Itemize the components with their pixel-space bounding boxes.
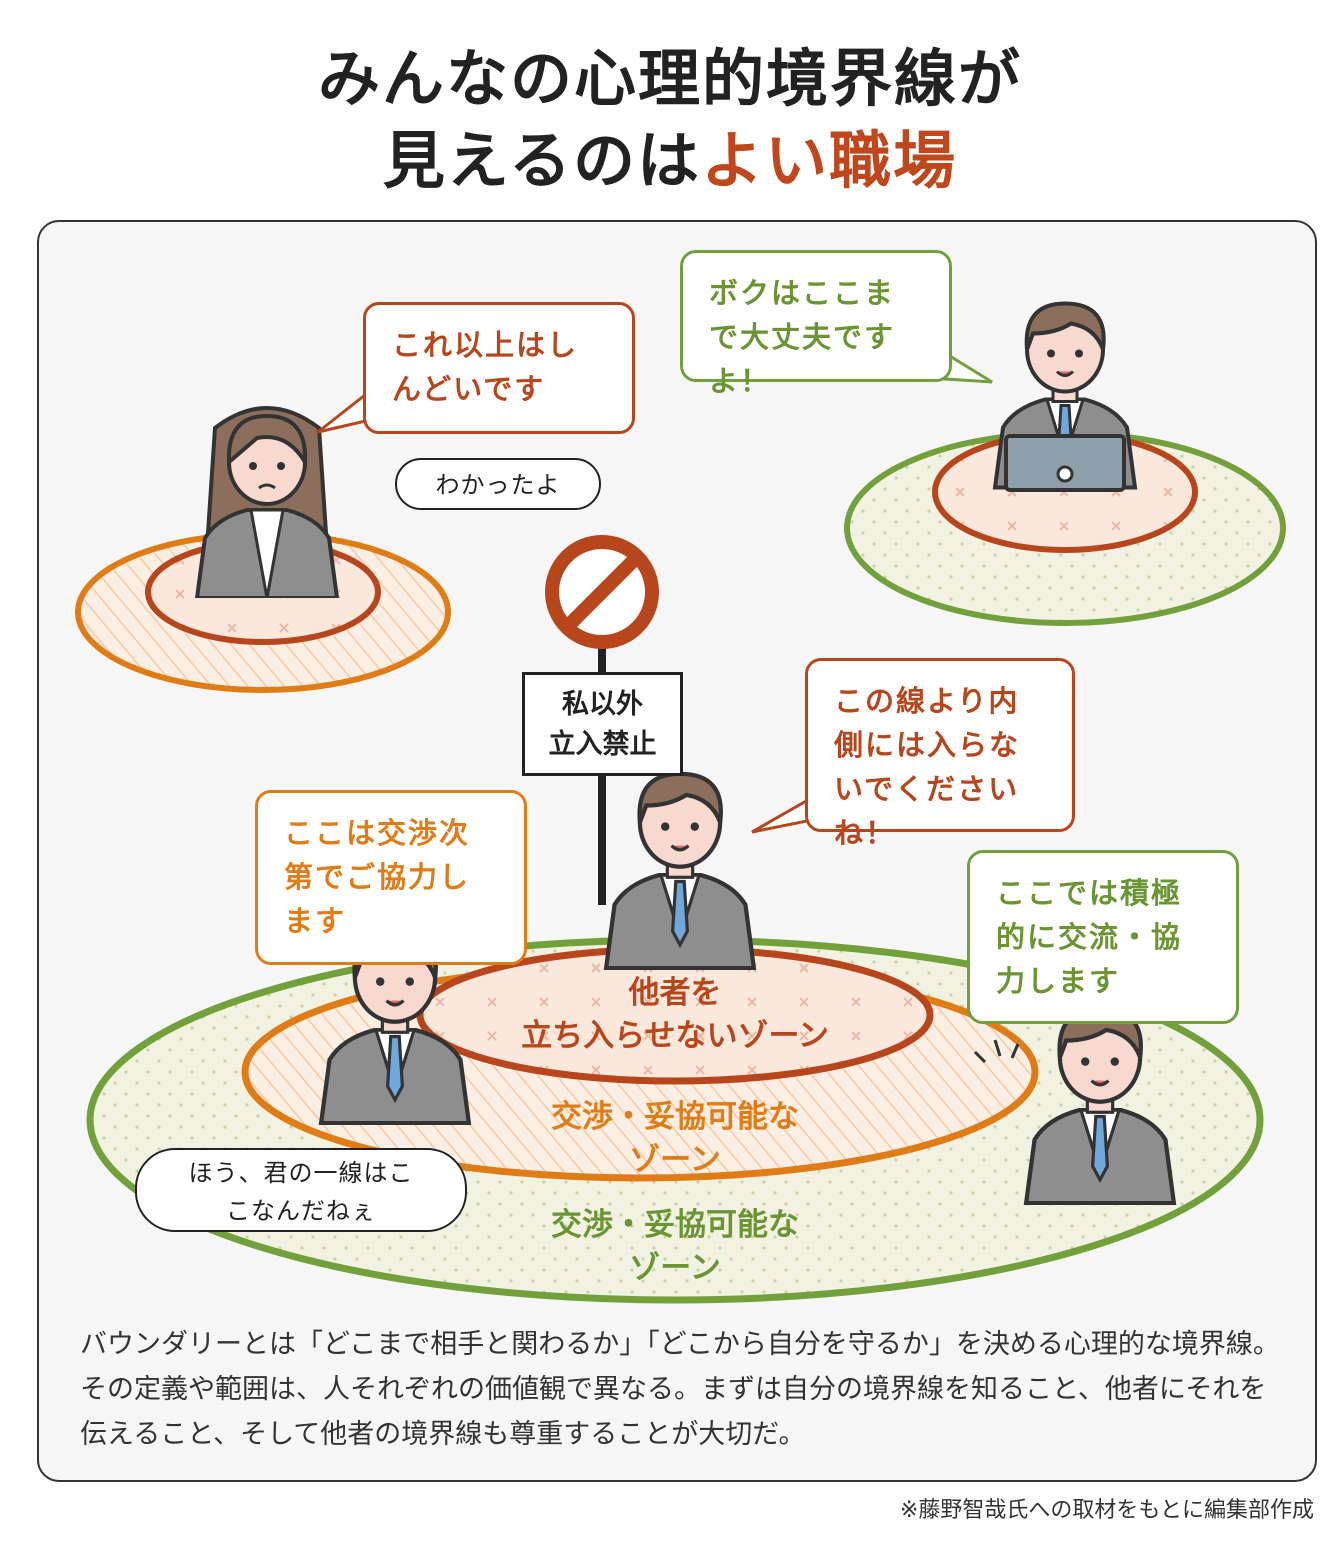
inner-zone-label: 他者を 立ち入らせないゾーン	[375, 972, 975, 1058]
outer-zone-label: 交渉・妥協可能な ゾーン	[375, 1204, 975, 1290]
description-text: バウンダリーとは「どこまで相手と関わるか」「どこから自分を守るか」を決める心理的…	[80, 1329, 1280, 1450]
woman-character	[197, 408, 337, 598]
center-man-character	[606, 774, 754, 968]
middle-zone-label: 交渉・妥協可能な ゾーン	[375, 1096, 975, 1182]
laptop-icon	[1004, 434, 1126, 492]
reply-speech-bubble: わかったよ	[395, 458, 601, 510]
left-man-speech-bubble: ここは交渉次第でご協力します	[255, 790, 527, 965]
no-entry-sign: 私以外 立入禁止	[522, 672, 683, 776]
middle-zone-line-2: ゾーン	[629, 1142, 721, 1178]
right-man-speech-bubble: ここでは積極的に交流・協力します	[967, 850, 1239, 1024]
title-plain: 見えるのは	[382, 124, 702, 197]
observer-speech-bubble: ほう、君の一線はここなんだねぇ	[135, 1148, 467, 1232]
title-accent: よい職場	[701, 124, 958, 197]
sparkle-icon	[973, 1039, 1020, 1064]
inner-zone-line-1: 他者を	[628, 975, 722, 1011]
middle-zone-line-1: 交渉・妥協可能な	[551, 1099, 799, 1135]
title-line-1: みんなの心理的境界線が	[317, 42, 1022, 115]
inner-zone-line-2: 立ち入らせないゾーン	[521, 1018, 829, 1054]
outer-zone-line-1: 交渉・妥協可能な	[551, 1207, 799, 1243]
no-entry-icon	[545, 535, 659, 649]
center-man-speech-bubble: この線より内側には入らないでくださいね！	[805, 658, 1075, 850]
title-line-2: 見えるのはよい職場	[0, 110, 1340, 200]
woman-speech-bubble: これ以上はしんどいです	[363, 302, 635, 434]
credit-note: ※藤野智哉氏への取材をもとに編集部作成	[900, 1498, 1314, 1523]
outer-zone-line-2: ゾーン	[629, 1250, 721, 1286]
laptop-man-speech-bubble: ボクはここまで大丈夫ですよ！	[680, 250, 952, 398]
sign-line-1: 私以外	[562, 689, 643, 720]
bubble-tail	[751, 797, 814, 834]
sign-line-2: 立入禁止	[548, 729, 657, 760]
